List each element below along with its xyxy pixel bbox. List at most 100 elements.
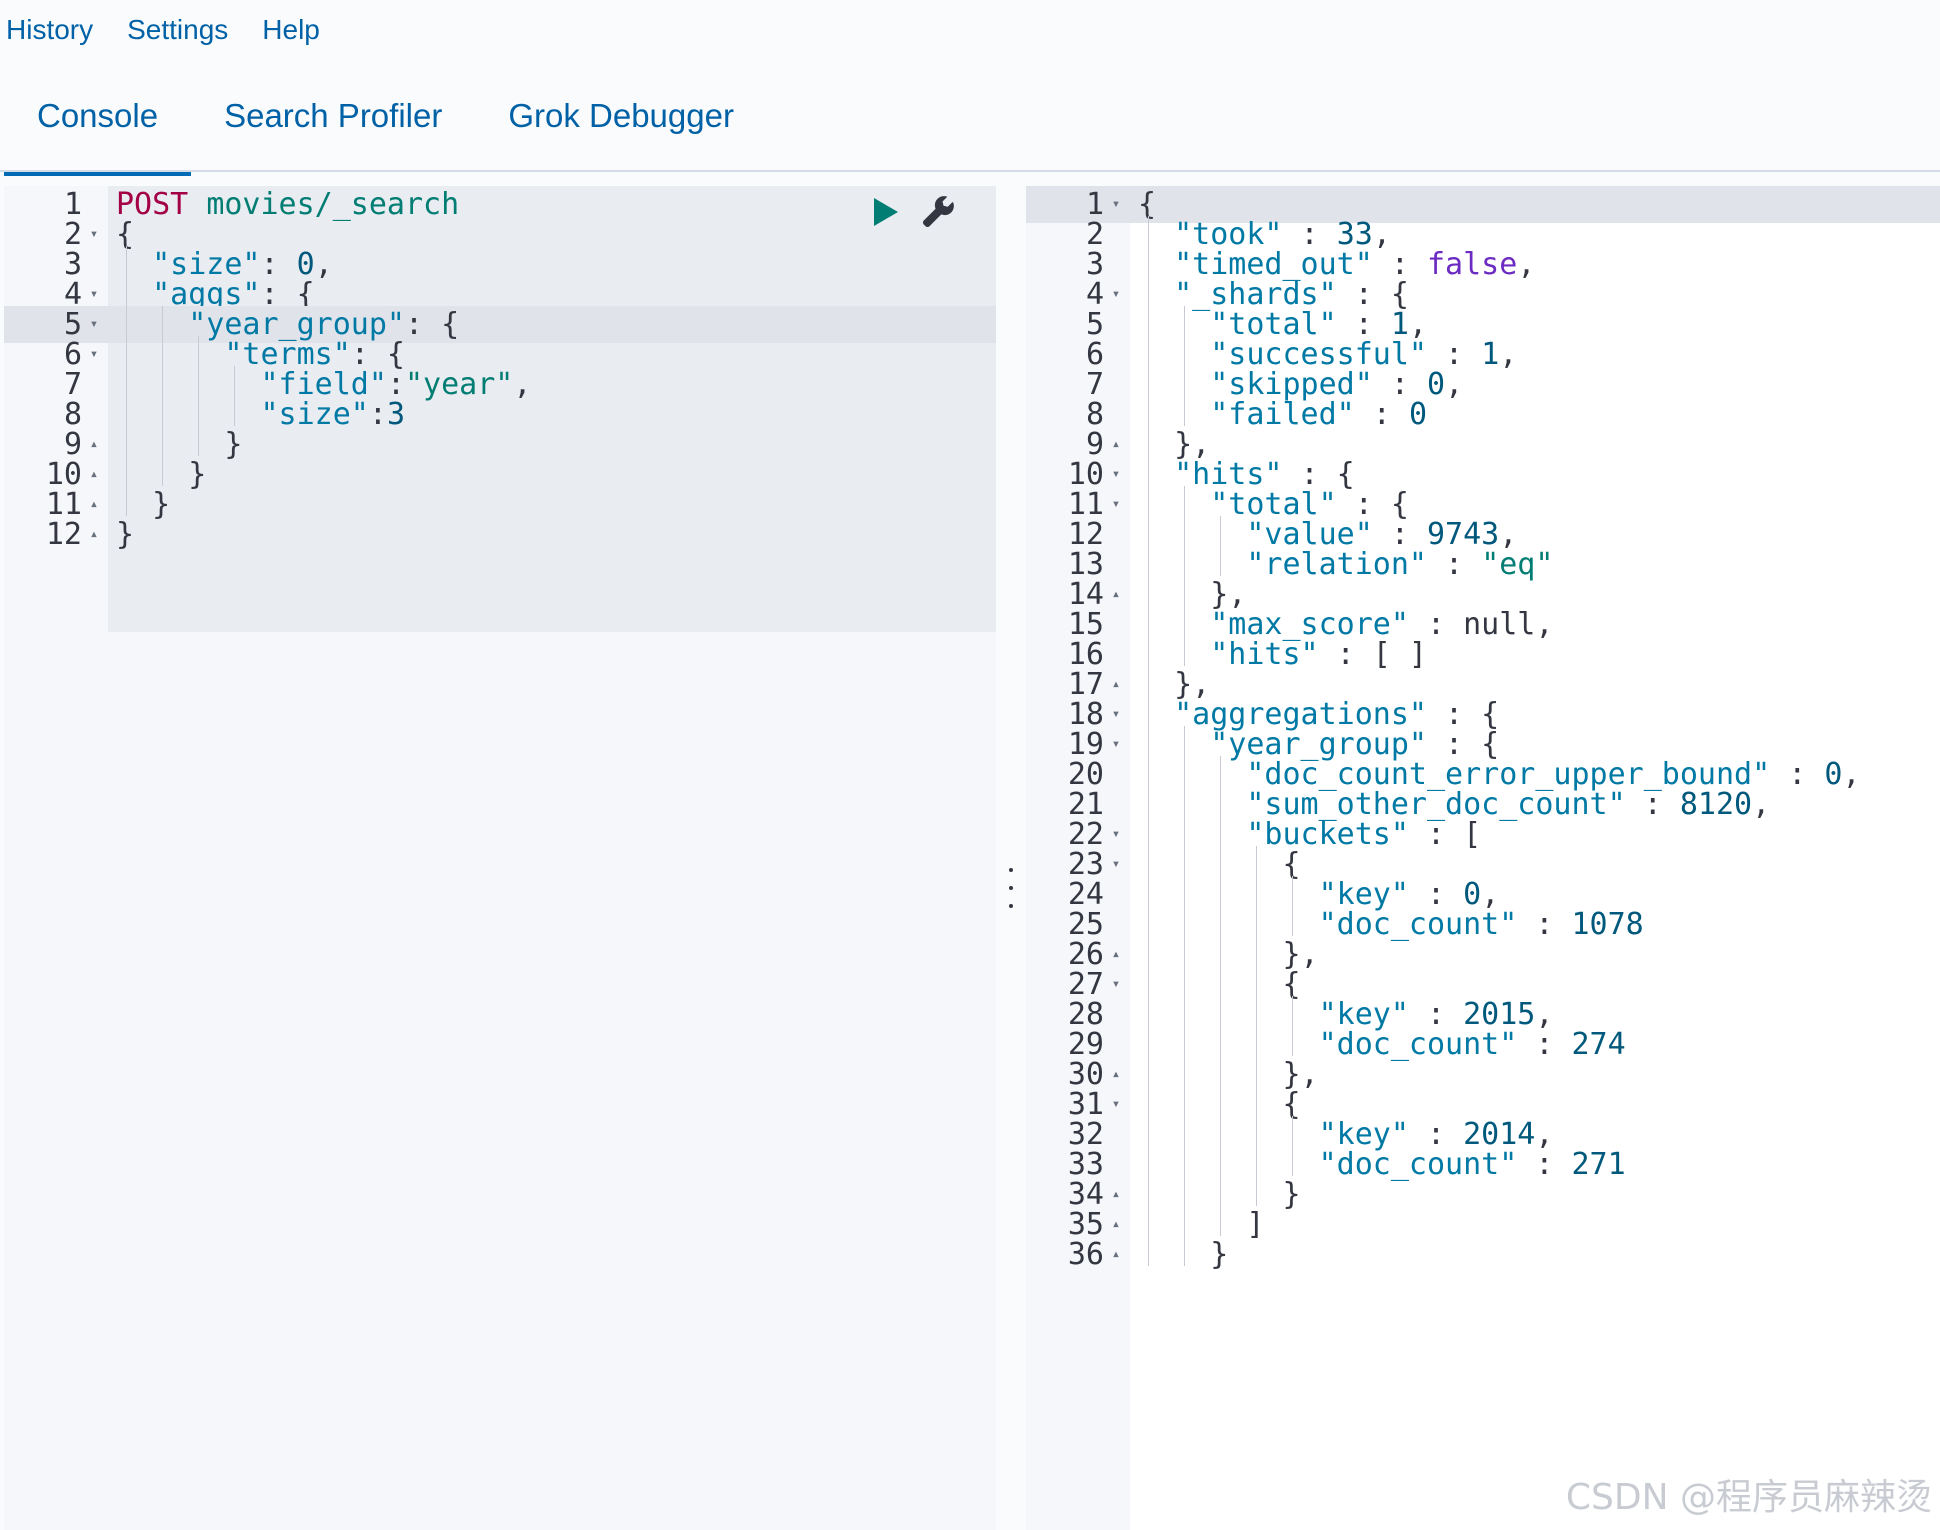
response-line: 26▴ }, [1026, 936, 1940, 973]
fold-collapse-icon[interactable]: ▾ [89, 226, 99, 242]
request-empty-area[interactable] [108, 632, 996, 1530]
indent-guide [1184, 516, 1185, 546]
line-number: 34 [1067, 1177, 1104, 1212]
menu-history[interactable]: History [6, 14, 94, 45]
line-number: 6 [63, 337, 82, 372]
fold-expand-icon[interactable]: ▴ [1111, 1186, 1121, 1202]
request-line: 7 "field":"year", [4, 366, 996, 403]
indent-guide [1148, 516, 1149, 546]
panel-resize-handle[interactable] [1003, 868, 1019, 908]
fold-collapse-icon[interactable]: ▾ [89, 286, 99, 302]
menu-help[interactable]: Help [262, 14, 320, 45]
tab-console[interactable]: Console [4, 60, 192, 176]
indent-guide [1292, 1026, 1293, 1056]
fold-collapse-icon[interactable]: ▾ [89, 316, 99, 332]
indent-guide [126, 336, 127, 366]
code-text: "aggregations" : { [1174, 697, 1500, 732]
line-number: 4 [1085, 277, 1104, 312]
indent-guide [1220, 996, 1221, 1026]
indent-guide [1148, 996, 1149, 1026]
indent-guide [126, 426, 127, 456]
indent-guide [126, 486, 127, 516]
code-text: { [1138, 1087, 1301, 1122]
indent-guide [1148, 246, 1149, 276]
indent-guide [1184, 546, 1185, 576]
fold-collapse-icon[interactable]: ▾ [1111, 1096, 1121, 1112]
response-line: 1▾{ [1026, 186, 1940, 223]
line-number: 27 [1067, 967, 1104, 1002]
indent-guide [126, 246, 127, 276]
line-number: 14 [1067, 577, 1104, 612]
line-number: 11 [1067, 487, 1104, 522]
fold-collapse-icon[interactable]: ▾ [1111, 706, 1121, 722]
indent-guide [1184, 366, 1185, 396]
fold-collapse-icon[interactable]: ▾ [1111, 976, 1121, 992]
fold-collapse-icon[interactable]: ▾ [1111, 826, 1121, 842]
indent-guide [198, 336, 199, 366]
code-text: } [1138, 1177, 1301, 1212]
request-line: 2▾{ [4, 216, 996, 253]
indent-guide [1184, 1026, 1185, 1056]
fold-collapse-icon[interactable]: ▾ [1111, 196, 1121, 212]
fold-expand-icon[interactable]: ▴ [1111, 1246, 1121, 1262]
indent-guide [1148, 1086, 1149, 1116]
response-line: 33 "doc_count" : 271 [1026, 1146, 1940, 1183]
fold-expand-icon[interactable]: ▴ [1111, 1216, 1121, 1232]
fold-collapse-icon[interactable]: ▾ [1111, 856, 1121, 872]
indent-guide [1256, 1086, 1257, 1116]
indent-guide [1184, 996, 1185, 1026]
fold-expand-icon[interactable]: ▴ [1111, 1066, 1121, 1082]
fold-expand-icon[interactable]: ▴ [89, 466, 99, 482]
request-line: 3 "size": 0, [4, 246, 996, 283]
fold-collapse-icon[interactable]: ▾ [89, 346, 99, 362]
response-line: 4▾ "_shards" : { [1026, 276, 1940, 313]
play-icon[interactable] [874, 198, 898, 226]
line-number: 33 [1067, 1147, 1104, 1182]
indent-guide [1256, 1056, 1257, 1086]
fold-expand-icon[interactable]: ▴ [89, 496, 99, 512]
indent-guide [1148, 276, 1149, 306]
tab-search-profiler[interactable]: Search Profiler [224, 97, 443, 134]
indent-guide [1184, 966, 1185, 996]
wrench-icon[interactable] [920, 194, 956, 230]
indent-guide [1220, 816, 1221, 846]
request-line: 11▴ } [4, 486, 996, 523]
fold-expand-icon[interactable]: ▴ [1111, 946, 1121, 962]
menu-settings[interactable]: Settings [127, 14, 229, 45]
response-viewer: 1▾{2 "took" : 33,3 "timed_out" : false,4… [1026, 186, 1940, 1530]
indent-guide [1148, 306, 1149, 336]
indent-guide [1256, 1026, 1257, 1056]
code-text: "key" : 2014, [1318, 1117, 1554, 1152]
code-text: "hits" : { [1174, 457, 1355, 492]
indent-guide [1148, 1206, 1149, 1236]
indent-guide [1220, 516, 1221, 546]
line-number: 12 [45, 517, 82, 552]
fold-collapse-icon[interactable]: ▾ [1111, 496, 1121, 512]
code-text: { [1138, 187, 1157, 222]
line-number: 13 [1067, 547, 1104, 582]
response-line: 11▾ "total" : { [1026, 486, 1940, 523]
indent-guide [1256, 846, 1257, 876]
code-text: "doc_count" : 271 [1318, 1147, 1626, 1182]
fold-expand-icon[interactable]: ▴ [89, 526, 99, 542]
indent-guide [1184, 396, 1185, 426]
indent-guide [1220, 1206, 1221, 1236]
fold-expand-icon[interactable]: ▴ [1111, 586, 1121, 602]
response-line: 3 "timed_out" : false, [1026, 246, 1940, 283]
indent-guide [162, 306, 163, 336]
line-number: 29 [1067, 1027, 1104, 1062]
fold-expand-icon[interactable]: ▴ [1111, 436, 1121, 452]
fold-collapse-icon[interactable]: ▾ [1111, 466, 1121, 482]
response-line: 16 "hits" : [ ] [1026, 636, 1940, 673]
fold-expand-icon[interactable]: ▴ [89, 436, 99, 452]
fold-collapse-icon[interactable]: ▾ [1111, 286, 1121, 302]
tab-grok-debugger[interactable]: Grok Debugger [508, 97, 734, 134]
code-text: ] [1138, 1207, 1265, 1242]
fold-expand-icon[interactable]: ▴ [1111, 676, 1121, 692]
code-text: "year_group": { [188, 307, 460, 342]
indent-guide [1184, 726, 1185, 756]
line-number: 30 [1067, 1057, 1104, 1092]
fold-collapse-icon[interactable]: ▾ [1111, 736, 1121, 752]
